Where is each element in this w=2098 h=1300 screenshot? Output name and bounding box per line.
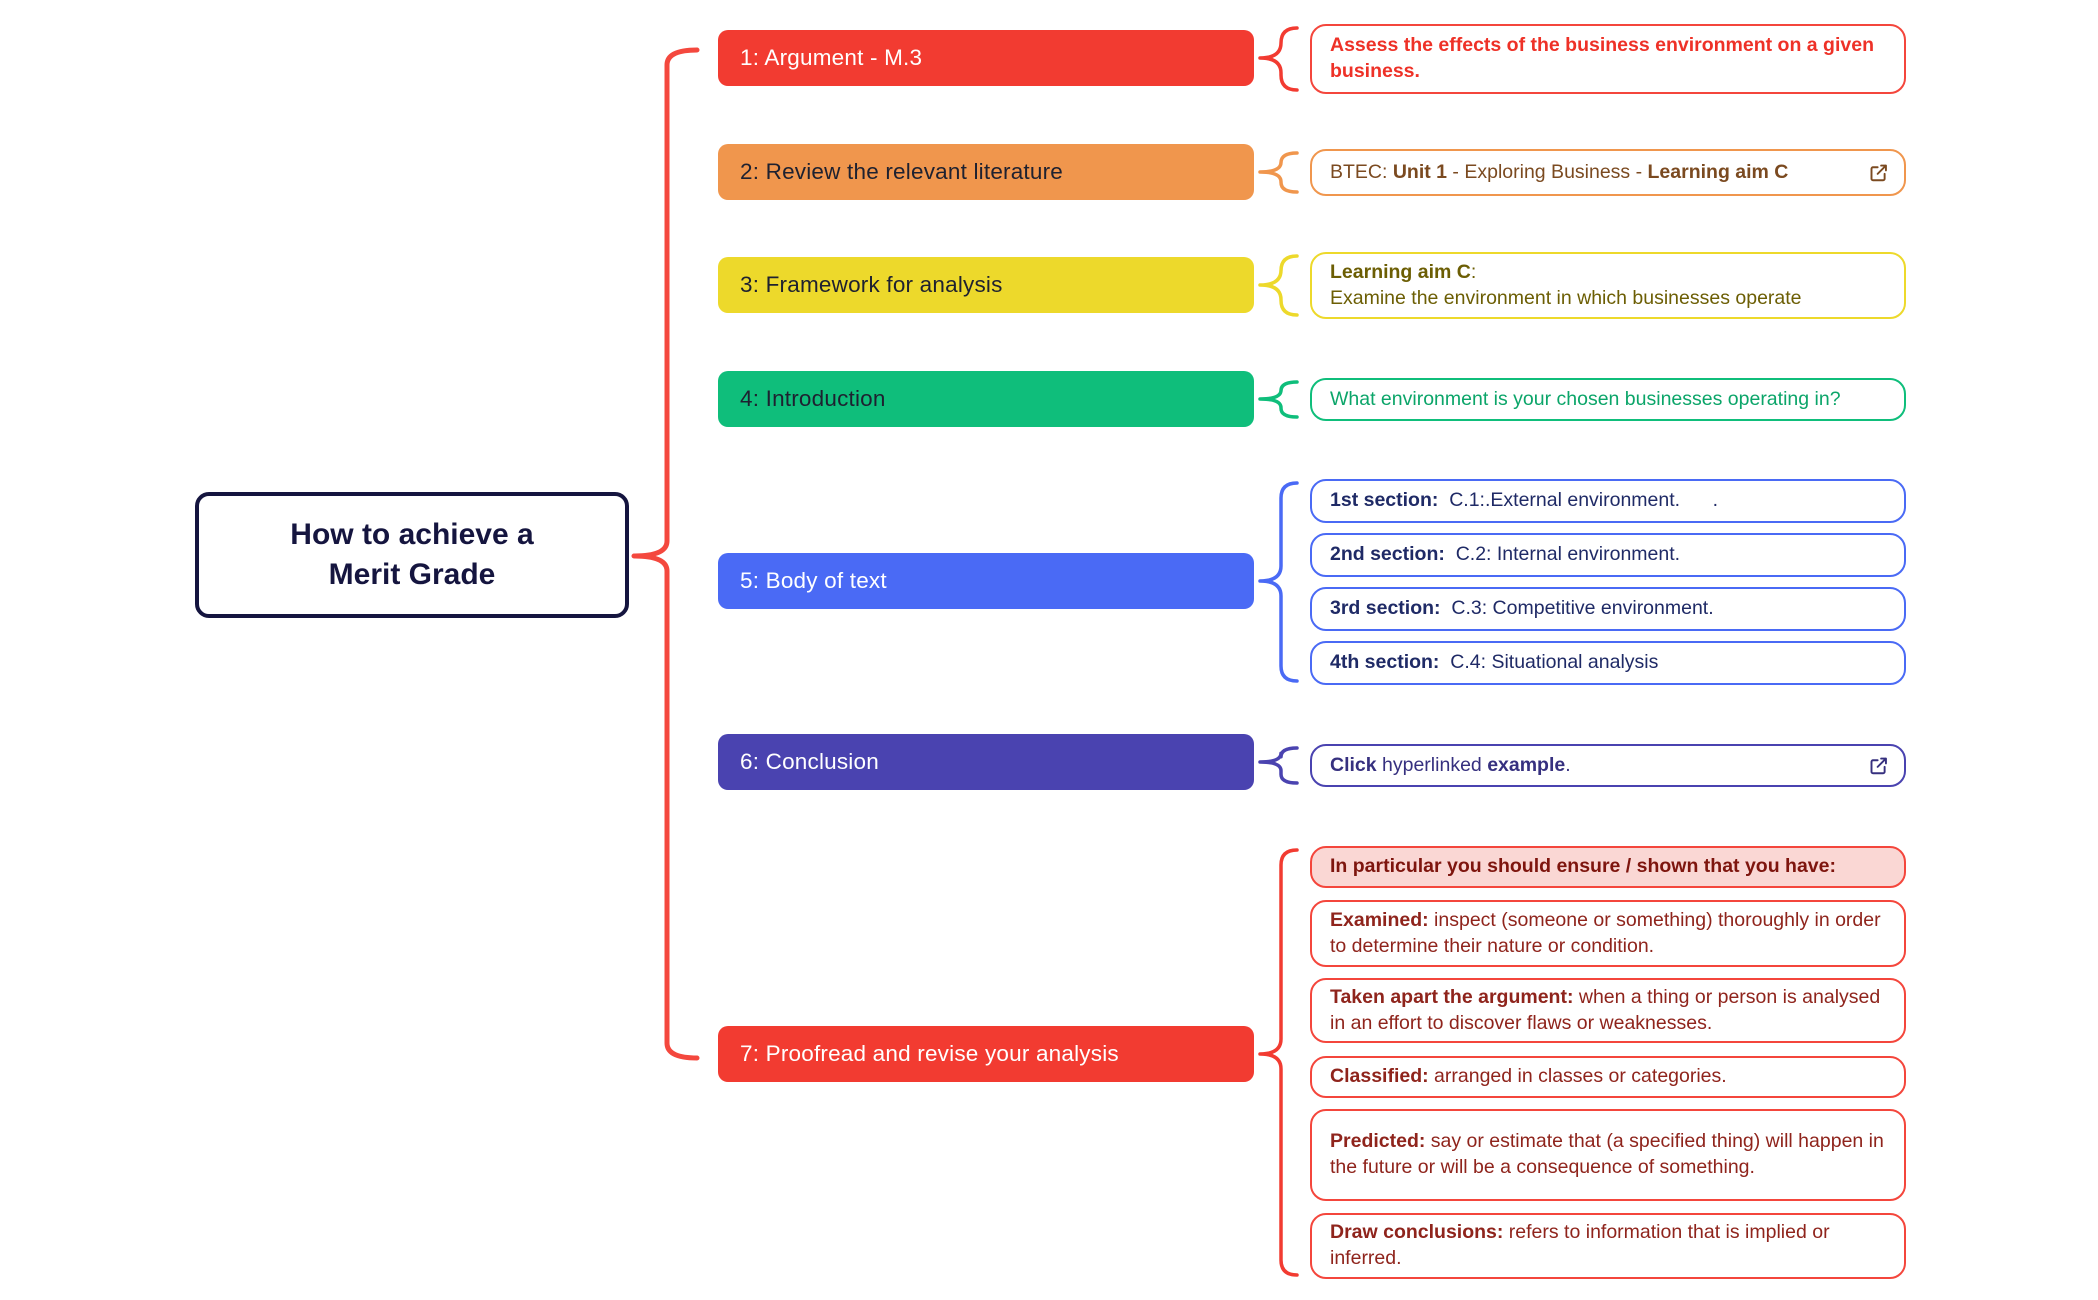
branch-4-brace [1258, 380, 1299, 419]
text-segment: C.3: Competitive environment. [1440, 597, 1714, 620]
branch-2-child-1[interactable]: BTEC: Unit 1 - Exploring Business - Lear… [1310, 149, 1906, 196]
text-segment: Learning aim C [1330, 260, 1471, 283]
branch-3-brace [1258, 254, 1299, 317]
text-segment: Examine the environment in which busines… [1330, 286, 1802, 309]
text-segment: arranged in classes or categories. [1428, 1065, 1727, 1088]
child-text: Taken apart the argument: when a thing o… [1330, 985, 1886, 1037]
text-segment: Unit 1 [1392, 160, 1448, 183]
external-link-icon[interactable] [1868, 162, 1889, 183]
root-title-line1: How to achieve a [290, 517, 534, 551]
text-segment: refers to information that is implied or… [1330, 1221, 1830, 1269]
text-segment: C.1:.External environment. . [1438, 489, 1718, 512]
branch-5-child-2[interactable]: 2nd section: C.2: Internal environment. [1310, 533, 1906, 577]
text-segment: C.2: Internal environment. [1444, 543, 1681, 566]
branch-7-child-4[interactable]: Classified: arranged in classes or categ… [1310, 1056, 1906, 1098]
child-text: BTEC: Unit 1 - Exploring Business - Lear… [1330, 160, 1788, 186]
branch-3-node[interactable]: 3: Framework for analysis [718, 257, 1254, 313]
branch-1-label: 1: Argument - M.3 [740, 45, 923, 70]
text-segment: inspect (someone or something) thoroughl… [1330, 908, 1881, 957]
root-brace [631, 47, 700, 1061]
branch-1-child-1[interactable]: Assess the effects of the business envir… [1310, 24, 1906, 94]
text-segment: 2nd section: [1330, 543, 1445, 566]
text-segment: Predicted: [1330, 1130, 1426, 1153]
text-segment: Click [1330, 753, 1377, 776]
text-segment: Classified: [1330, 1065, 1429, 1088]
branch-5-brace [1258, 481, 1299, 683]
child-text: Examined: inspect (someone or something)… [1330, 908, 1886, 960]
child-text: 3rd section: C.3: Competitive environmen… [1330, 596, 1714, 622]
root-node[interactable]: How to achieve a Merit Grade [195, 492, 629, 618]
child-text: Classified: arranged in classes or categ… [1330, 1064, 1727, 1090]
branch-4-node[interactable]: 4: Introduction [718, 371, 1254, 427]
external-link-icon[interactable] [1868, 755, 1889, 776]
branch-2-label: 2: Review the relevant literature [740, 159, 1064, 184]
text-segment: - Exploring Business - [1447, 160, 1648, 183]
branch-4-label: 4: Introduction [740, 386, 886, 411]
branch-7-node[interactable]: 7: Proofread and revise your analysis [718, 1026, 1254, 1082]
child-text: Assess the effects of the business envir… [1330, 33, 1886, 85]
text-segment: What environment is your chosen business… [1330, 387, 1841, 410]
child-text: Predicted: say or estimate that (a speci… [1330, 1129, 1886, 1181]
branch-1-brace [1258, 26, 1299, 92]
child-text: What environment is your chosen business… [1330, 387, 1841, 413]
branch-7-child-1[interactable]: In particular you should ensure / shown … [1310, 846, 1906, 888]
text-segment: Taken apart the argument: [1330, 985, 1574, 1008]
branch-6-brace [1258, 746, 1299, 785]
text-segment: example [1487, 753, 1566, 776]
branch-5-child-4[interactable]: 4th section: C.4: Situational analysis [1310, 641, 1906, 685]
branch-1-node[interactable]: 1: Argument - M.3 [718, 30, 1254, 86]
child-text: 2nd section: C.2: Internal environment. [1330, 542, 1680, 568]
branch-4-child-1[interactable]: What environment is your chosen business… [1310, 378, 1906, 421]
branch-5-label: 5: Body of text [740, 568, 887, 593]
branch-7-child-3[interactable]: Taken apart the argument: when a thing o… [1310, 978, 1906, 1043]
branch-2-brace [1258, 151, 1299, 194]
root-title-line2: Merit Grade [328, 558, 496, 591]
branch-7-child-5[interactable]: Predicted: say or estimate that (a speci… [1310, 1109, 1906, 1201]
text-segment: C.4: Situational analysis [1439, 651, 1659, 674]
text-segment: Assess the effects of the business envir… [1330, 34, 1874, 82]
child-text: In particular you should ensure / shown … [1330, 854, 1836, 880]
branch-3-label: 3: Framework for analysis [740, 272, 1003, 297]
child-text: 1st section: C.1:.External environment. … [1330, 488, 1718, 514]
branch-7-label: 7: Proofread and revise your analysis [740, 1041, 1119, 1066]
branch-2-node[interactable]: 2: Review the relevant literature [718, 144, 1254, 200]
text-segment: Learning aim C [1647, 160, 1789, 183]
text-segment: BTEC: [1330, 160, 1393, 183]
text-segment: Draw conclusions: [1330, 1221, 1504, 1244]
child-text: Click hyperlinked example. [1330, 753, 1571, 779]
branch-5-child-1[interactable]: 1st section: C.1:.External environment. … [1310, 479, 1906, 523]
text-segment: 1st section: [1330, 489, 1439, 512]
branch-6-node[interactable]: 6: Conclusion [718, 734, 1254, 790]
branch-7-child-2[interactable]: Examined: inspect (someone or something)… [1310, 900, 1906, 967]
branch-6-label: 6: Conclusion [740, 749, 879, 774]
branch-6-child-1[interactable]: Click hyperlinked example. [1310, 744, 1906, 787]
text-segment: . [1565, 753, 1571, 776]
text-segment: hyperlinked [1376, 753, 1488, 776]
child-text: Draw conclusions: refers to information … [1330, 1220, 1886, 1272]
child-text: 4th section: C.4: Situational analysis [1330, 650, 1658, 676]
child-text: Learning aim C: Examine the environment i… [1330, 260, 1802, 312]
text-segment: : [1470, 260, 1477, 283]
text-segment: 3rd section: [1330, 597, 1441, 620]
branch-5-child-3[interactable]: 3rd section: C.3: Competitive environmen… [1310, 587, 1906, 631]
text-segment: say or estimate that (a specified thing)… [1330, 1130, 1884, 1178]
text-segment: Examined: [1330, 908, 1429, 931]
branch-5-node[interactable]: 5: Body of text [718, 553, 1254, 609]
branch-7-child-6[interactable]: Draw conclusions: refers to information … [1310, 1213, 1906, 1279]
text-segment: when a thing or person is analysed in an… [1330, 985, 1881, 1034]
text-segment: In particular you should ensure / shown … [1330, 855, 1836, 878]
branch-7-brace [1258, 848, 1299, 1277]
text-segment: 4th section: [1330, 651, 1440, 674]
branch-3-child-1[interactable]: Learning aim C: Examine the environment i… [1310, 252, 1906, 319]
